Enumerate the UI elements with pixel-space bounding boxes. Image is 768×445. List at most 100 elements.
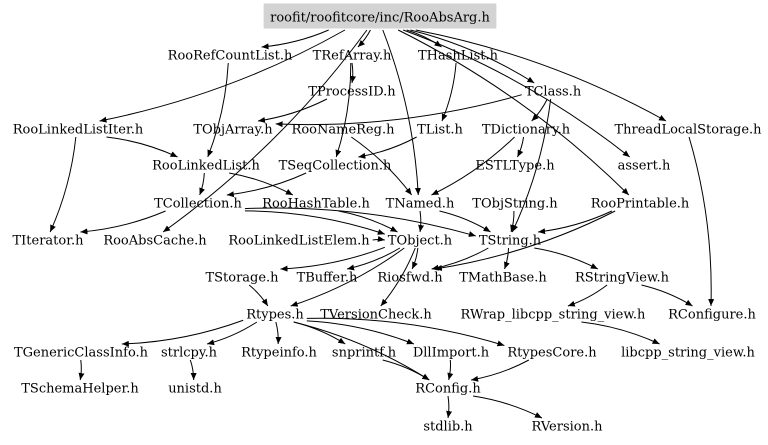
edge-RooRefCountList-to-RooLinkedList <box>207 62 229 158</box>
node-DllImport[interactable]: DllImport.h <box>413 346 490 361</box>
edge-RooLinkedListIter-to-RooLinkedList <box>106 136 178 158</box>
node-unistd[interactable]: unistd.h <box>168 382 222 397</box>
node-TSeqCollection[interactable]: TSeqCollection.h <box>279 159 392 174</box>
node-strlcpy[interactable]: strlcpy.h <box>161 346 218 361</box>
node-label: TList.h <box>417 123 463 138</box>
edge-TDictionary-to-TNamed <box>431 136 515 196</box>
edge-snprintf-to-RConfig <box>382 359 430 381</box>
node-stdlib[interactable]: stdlib.h <box>423 420 473 435</box>
node-TIterator[interactable]: TIterator.h <box>12 234 84 249</box>
node-label: TMathBase.h <box>459 271 547 286</box>
edge-RStringView-to-RWrap <box>567 284 608 307</box>
node-label: TProcessID.h <box>308 85 396 100</box>
edge-Rtypes-to-RtypesCore <box>306 317 505 347</box>
edge-TDictionary-to-ESTLType <box>516 136 525 158</box>
node-RooHashTable[interactable]: RooHashTable.h <box>262 197 370 212</box>
node-TClass[interactable]: TClass.h <box>525 85 582 100</box>
node-RConfig[interactable]: RConfig.h <box>415 382 481 397</box>
node-label: RVersion.h <box>532 420 604 435</box>
node-label: libcpp_string_view.h <box>621 346 755 361</box>
node-assert[interactable]: assert.h <box>618 159 671 174</box>
edge-TString-to-RStringView <box>534 247 599 270</box>
node-TList[interactable]: TList.h <box>417 123 463 138</box>
node-TSchemaHelper[interactable]: TSchemaHelper.h <box>21 382 139 397</box>
edge-strlcpy-to-unistd <box>189 359 197 381</box>
node-TBuffer[interactable]: TBuffer.h <box>297 271 358 286</box>
edge-RWrap-to-libcpp_string_view <box>581 321 660 345</box>
node-label: RooLinkedListElem.h <box>228 234 370 249</box>
node-label: Rtypeinfo.h <box>241 346 317 361</box>
node-label: TClass.h <box>525 85 582 100</box>
edge-root-to-RooRefCountList <box>261 29 329 50</box>
node-RooLinkedList[interactable]: RooLinkedList.h <box>152 159 260 174</box>
node-RooLinkedListIter[interactable]: RooLinkedListIter.h <box>13 123 144 138</box>
node-TObject[interactable]: TObject.h <box>388 234 453 249</box>
node-RVersion[interactable]: RVersion.h <box>532 420 604 435</box>
node-RooNameReg[interactable]: RooNameReg.h <box>292 123 396 138</box>
node-label: TGenericClassInfo.h <box>14 346 149 361</box>
edge-RConfig-to-stdlib <box>446 395 453 419</box>
node-label: unistd.h <box>168 382 222 397</box>
node-label: DllImport.h <box>413 346 490 361</box>
node-label: TObject.h <box>388 234 453 249</box>
edge-TObject-to-Rtypes <box>290 247 405 307</box>
edge-TClass-to-TObjArray <box>275 94 522 128</box>
node-TObjArray[interactable]: TObjArray.h <box>193 123 273 138</box>
edge-Rtypes-to-snprintf <box>293 321 346 345</box>
node-label: snprintf.h <box>332 346 397 361</box>
node-libcpp_string_view[interactable]: libcpp_string_view.h <box>621 346 755 361</box>
node-label: THashList.h <box>418 49 499 64</box>
edge-TCollection-to-TObject <box>244 210 385 235</box>
edge-ThreadLocalStorage-to-RConfigure <box>688 136 715 307</box>
node-RooRefCountList[interactable]: RooRefCountList.h <box>168 49 293 64</box>
node-TStorage[interactable]: TStorage.h <box>205 271 279 286</box>
edge-Rtypes-to-TGenericClassInfo <box>121 319 244 347</box>
node-Rtypeinfo[interactable]: Rtypeinfo.h <box>241 346 317 361</box>
node-RooPrintable[interactable]: RooPrintable.h <box>591 197 690 212</box>
edge-Rtypes-to-DllImport <box>306 320 415 345</box>
node-ThreadLocalStorage[interactable]: ThreadLocalStorage.h <box>614 123 762 138</box>
node-TVersionCheck[interactable]: TVersionCheck.h <box>320 308 432 323</box>
node-THashList[interactable]: THashList.h <box>418 49 499 64</box>
node-label: TVersionCheck.h <box>320 308 432 323</box>
node-label: RConfigure.h <box>668 308 756 323</box>
node-TMathBase[interactable]: TMathBase.h <box>459 271 547 286</box>
node-TNamed[interactable]: TNamed.h <box>386 197 455 212</box>
edge-TNamed-to-TObject <box>418 210 425 233</box>
node-TDictionary[interactable]: TDictionary.h <box>482 123 571 138</box>
node-label: TNamed.h <box>386 197 455 212</box>
node-RWrap[interactable]: RWrap_libcpp_string_view.h <box>461 308 647 323</box>
node-RtypesCore[interactable]: RtypesCore.h <box>507 346 597 361</box>
node-RooAbsCache[interactable]: RooAbsCache.h <box>103 234 207 249</box>
node-label: stdlib.h <box>423 420 473 435</box>
edge-TGenericClassInfo-to-TSchemaHelper <box>78 359 85 381</box>
node-label: RooLinkedListIter.h <box>13 123 144 138</box>
edge-DllImport-to-RConfig <box>447 359 454 381</box>
edge-TObjString-to-TString <box>510 210 516 233</box>
edge-TList-to-TSeqCollection <box>358 136 417 159</box>
node-label: RooRefCountList.h <box>168 49 293 64</box>
edges <box>49 29 715 419</box>
node-ESTLType[interactable]: ESTLType.h <box>475 159 555 174</box>
node-snprintf[interactable]: snprintf.h <box>332 346 397 361</box>
edge-RooHashTable-to-TObject <box>338 210 398 233</box>
node-TProcessID[interactable]: TProcessID.h <box>308 85 396 100</box>
node-Riosfwd[interactable]: Riosfwd.h <box>377 271 443 286</box>
edge-RooNameReg-to-TNamed <box>351 136 413 196</box>
node-TGenericClassInfo[interactable]: TGenericClassInfo.h <box>14 346 149 361</box>
node-TCollection[interactable]: TCollection.h <box>154 197 242 212</box>
node-RooLinkedListElem[interactable]: RooLinkedListElem.h <box>228 234 370 249</box>
edge-RtypesCore-to-RConfig <box>471 359 530 382</box>
node-TObjString[interactable]: TObjString.h <box>472 197 558 212</box>
node-root[interactable]: roofit/roofitcore/inc/RooAbsArg.h <box>263 3 497 29</box>
node-TRefArray[interactable]: TRefArray.h <box>313 49 392 64</box>
node-RConfigure[interactable]: RConfigure.h <box>668 308 756 323</box>
edge-Rtypes-to-strlcpy <box>206 321 258 346</box>
node-Rtypes[interactable]: Rtypes.h <box>246 308 304 323</box>
node-TString[interactable]: TString.h <box>479 234 542 249</box>
node-RStringView[interactable]: RStringView.h <box>575 271 670 286</box>
edge-TString-to-TMathBase <box>504 247 510 270</box>
edge-TNamed-to-TString <box>439 210 491 233</box>
node-label: TSchemaHelper.h <box>21 382 139 397</box>
